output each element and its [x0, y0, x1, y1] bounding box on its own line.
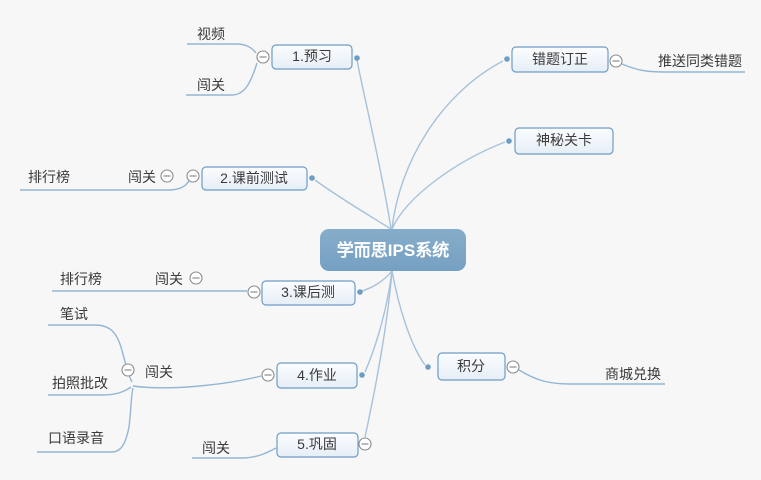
connector-root-posttest	[361, 270, 393, 292]
node-correction[interactable]	[511, 46, 609, 73]
branch-mystery: 神秘关卡	[506, 127, 614, 155]
branch-correction: 错题订正 推送同类错题	[504, 46, 745, 73]
collapse-icon-pass2[interactable]	[160, 169, 174, 183]
node-preview-label[interactable]: 1.预习	[292, 48, 332, 64]
root-node-group: 学而思IPS系统	[320, 229, 466, 271]
leaf-pass2-label[interactable]: 闯关	[128, 169, 156, 185]
node-mystery[interactable]	[514, 127, 614, 155]
node-correction-label[interactable]: 错题订正	[532, 51, 588, 67]
collapse-icon-pass4[interactable]	[121, 363, 135, 377]
collapse-icon-points[interactable]	[506, 360, 520, 374]
connector-dot-preview	[354, 55, 360, 61]
connector-dot-correction	[504, 56, 510, 62]
node-consolidate[interactable]	[276, 432, 359, 458]
root-connectors	[314, 59, 506, 438]
branch-points: 积分 商城兑换	[425, 352, 665, 385]
branch-line-homework	[132, 375, 262, 389]
connector-root-homework	[364, 270, 393, 373]
root-node-label[interactable]: 学而思IPS系统	[337, 240, 449, 260]
branch-pretest: 排行榜 闯关 2.课前测试	[20, 166, 315, 191]
collapse-icon-pass3[interactable]	[189, 271, 203, 285]
root-node[interactable]	[320, 229, 466, 271]
leaf-oral-label[interactable]: 口语录音	[48, 430, 104, 446]
branch-line-pass1	[186, 62, 258, 96]
collapse-icon-homework[interactable]	[261, 368, 275, 382]
branch-line-pass5	[192, 447, 277, 459]
connector-dot-posttest	[357, 289, 363, 295]
node-points-label[interactable]: 积分	[457, 358, 485, 374]
connector-root-pretest	[314, 179, 392, 230]
node-preview[interactable]	[271, 44, 353, 70]
connector-root-consolidate	[364, 270, 393, 438]
branch-line-mall	[518, 369, 665, 385]
branch-posttest: 排行榜 闯关 3.课后测	[52, 271, 363, 306]
branch-line-video	[187, 43, 257, 54]
branch-consolidate: 闯关 5.巩固	[192, 432, 372, 459]
leaf-pass3-label[interactable]: 闯关	[155, 271, 183, 287]
branch-line-oral	[37, 387, 134, 453]
connector-dot-points	[425, 364, 431, 370]
branch-preview: 视频 闯关 1.预习	[186, 26, 360, 96]
connector-root-points	[391, 270, 426, 366]
node-consolidate-label[interactable]: 5.巩固	[297, 436, 337, 452]
node-homework[interactable]	[276, 362, 358, 389]
branch-line-photo	[48, 386, 132, 396]
leaf-push-label[interactable]: 推送同类错题	[658, 53, 742, 69]
node-mystery-label[interactable]: 神秘关卡	[536, 132, 592, 148]
node-pretest-label[interactable]: 2.课前测试	[220, 170, 288, 186]
leaf-pass5-label[interactable]: 闯关	[202, 440, 230, 456]
branch-line-written	[48, 324, 133, 383]
node-posttest-label[interactable]: 3.课后测	[281, 284, 335, 300]
leaf-rank3-label[interactable]: 排行榜	[60, 271, 102, 287]
branch-line-push	[621, 63, 745, 73]
connector-root-preview	[356, 59, 392, 230]
collapse-icon-consolidate[interactable]	[358, 437, 372, 451]
collapse-icon-preview[interactable]	[256, 50, 270, 64]
connector-dot-mystery	[506, 138, 512, 144]
connector-root-correction	[391, 60, 504, 230]
connector-dot-pretest	[309, 175, 315, 181]
leaf-pass4-label[interactable]: 闯关	[145, 364, 173, 380]
branch-homework: 笔试 拍照批改 口语录音 闯关 4.作业	[37, 306, 365, 453]
node-points[interactable]	[437, 352, 506, 381]
node-pretest[interactable]	[201, 166, 308, 191]
leaf-mall-label[interactable]: 商城兑换	[605, 366, 661, 382]
collapse-icon-correction[interactable]	[609, 54, 623, 68]
connector-root-mystery	[391, 141, 506, 230]
connector-dot-homework	[359, 372, 365, 378]
leaf-photo-label[interactable]: 拍照批改	[52, 375, 108, 391]
leaf-video-label[interactable]: 视频	[197, 26, 225, 42]
branch-line-pretest	[20, 180, 190, 191]
collapse-icon-posttest[interactable]	[247, 285, 261, 299]
node-homework-label[interactable]: 4.作业	[297, 367, 337, 383]
leaf-written-label[interactable]: 笔试	[60, 306, 88, 322]
collapse-icon-pretest[interactable]	[186, 169, 200, 183]
node-posttest[interactable]	[261, 280, 356, 306]
leaf-pass1-label[interactable]: 闯关	[197, 77, 225, 93]
leaf-rank2-label[interactable]: 排行榜	[28, 169, 70, 185]
